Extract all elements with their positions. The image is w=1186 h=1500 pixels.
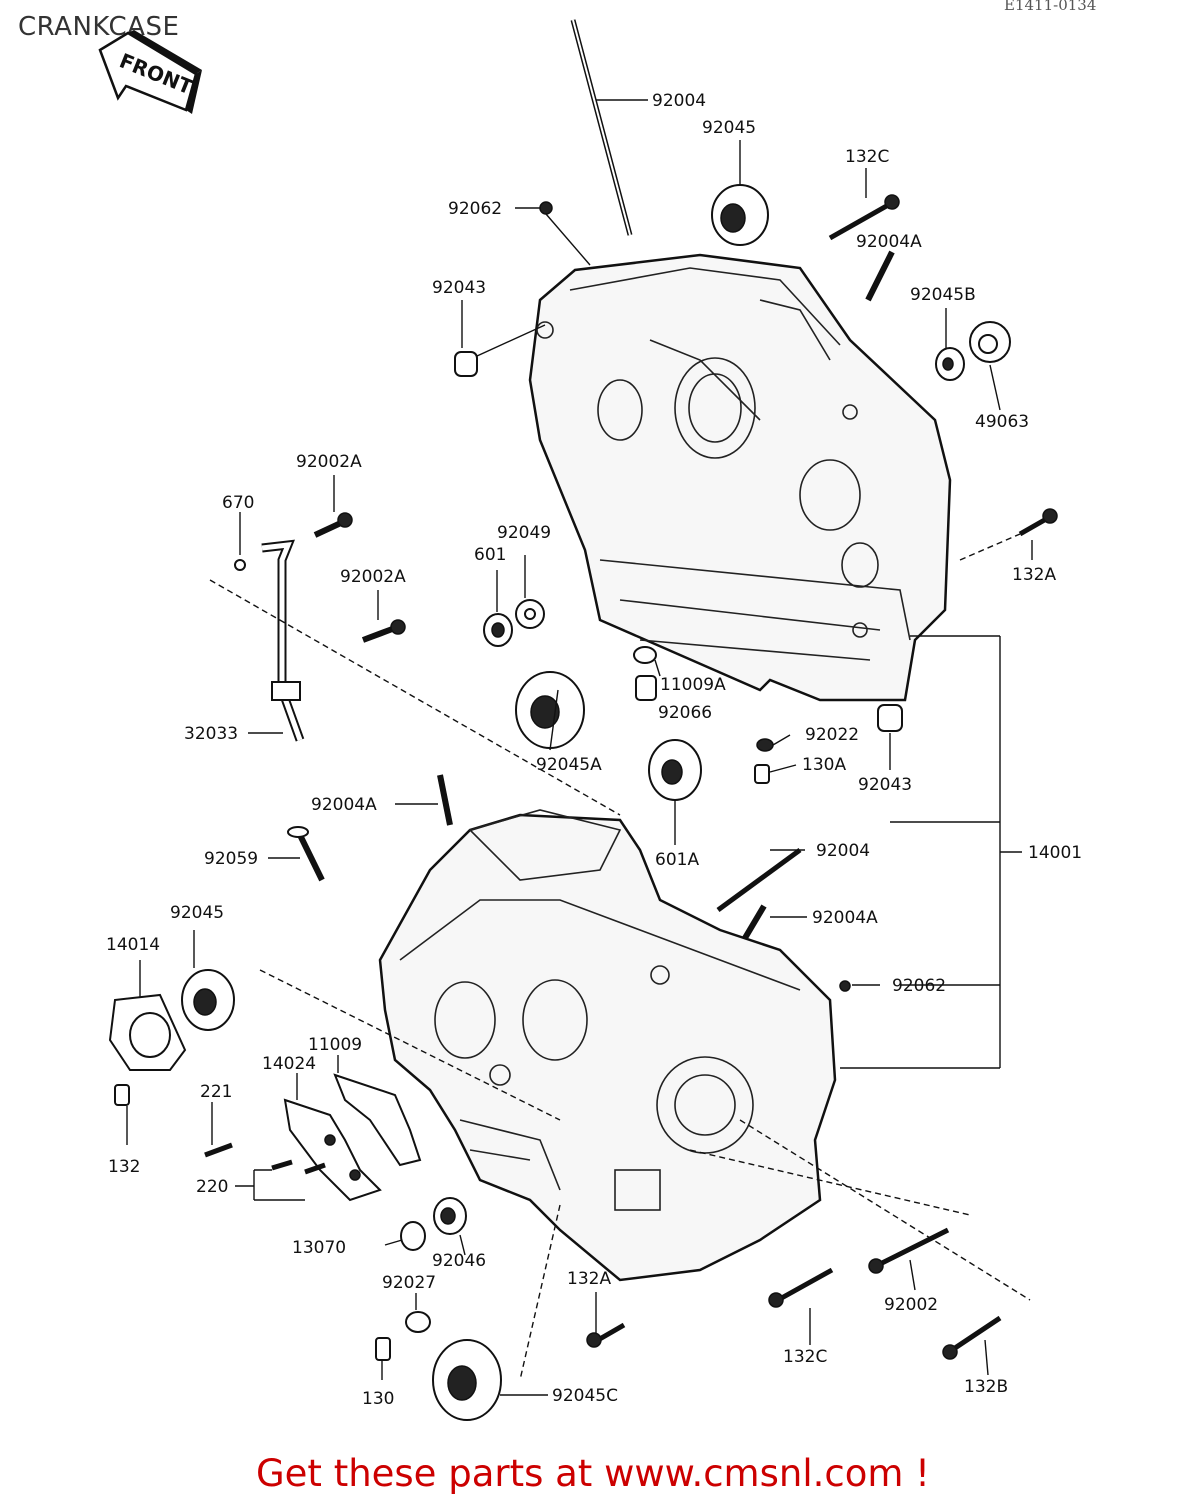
callout-92062-top: 92062: [448, 199, 502, 219]
dowel-92043-mid: [877, 704, 903, 732]
callout-92043-mid: 92043: [858, 775, 912, 795]
bearing-92045A: [515, 671, 585, 749]
bolt-221: [204, 1142, 233, 1158]
gasket-11009: [333, 1073, 422, 1167]
callout-92027: 92027: [382, 1273, 436, 1293]
bolt-132C-top: [828, 194, 900, 241]
gasket-11009A: [633, 646, 657, 664]
callout-132A-right: 132A: [1012, 565, 1056, 585]
stud-92004-mid: [716, 847, 802, 913]
callout-670: 670: [222, 493, 254, 513]
callout-130A: 130A: [802, 755, 846, 775]
washer-92022: [756, 738, 774, 752]
callout-49063: 49063: [975, 412, 1029, 432]
bearing-92046: [433, 1197, 467, 1235]
pipe-32033: [261, 539, 305, 742]
bolt-132: [114, 1084, 130, 1106]
callout-92045C: 92045C: [552, 1386, 618, 1406]
callout-92004-mid: 92004: [816, 841, 870, 861]
callout-130: 130: [362, 1389, 394, 1409]
bearing-92045-top: [711, 184, 769, 246]
callout-92059: 92059: [204, 849, 258, 869]
page-title: CRANKCASE: [18, 12, 180, 42]
callout-92002: 92002: [884, 1295, 938, 1315]
callout-32033: 32033: [184, 724, 238, 744]
upper-crankcase: [528, 253, 952, 702]
callout-11009: 11009: [308, 1035, 362, 1055]
bolt-132B: [942, 1315, 1002, 1360]
bearing-92045C: [432, 1339, 502, 1421]
callout-132A-low: 132A: [567, 1269, 611, 1289]
pin-92059: [287, 826, 325, 882]
nut-92062-low: [839, 980, 851, 992]
callout-92002A-2: 92002A: [340, 567, 406, 587]
callout-14014: 14014: [106, 935, 160, 955]
leader-lines: [126, 99, 1033, 1396]
callout-92045-left: 92045: [170, 903, 224, 923]
bearing-92045B: [935, 347, 965, 381]
nut-92062-top: [539, 201, 553, 215]
bolt-130A: [754, 764, 770, 784]
bearing-601: [483, 613, 513, 647]
callout-92066: 92066: [658, 703, 712, 723]
stud-92004-top: [570, 19, 633, 236]
bolt-92002A-2: [361, 619, 406, 643]
stud-92004A-top: [865, 250, 895, 302]
callout-92004-top: 92004: [652, 91, 706, 111]
callout-13070: 13070: [292, 1238, 346, 1258]
callout-14001: 14001: [1028, 843, 1082, 863]
bolt-92002: [868, 1227, 950, 1274]
callout-132C-top: 132C: [845, 147, 889, 167]
washer-92049: [515, 599, 545, 629]
screws-220: [271, 1159, 326, 1175]
callout-221: 221: [200, 1082, 232, 1102]
bolt-132A-right: [1018, 508, 1058, 537]
oring-670: [234, 559, 246, 571]
diagram-code: E1411-0134: [1004, 0, 1097, 14]
footer-link[interactable]: Get these parts at www.cmsnl.com !: [255, 1452, 930, 1495]
stud-92004A-mid: [437, 774, 453, 826]
callout-92043-top: 92043: [432, 278, 486, 298]
callout-92045-top: 92045: [702, 118, 756, 138]
callout-92004A-top: 92004A: [856, 232, 922, 252]
seal-49063: [969, 321, 1011, 363]
dowel-92043-top: [454, 351, 478, 377]
bearing-601A: [648, 739, 702, 801]
callout-92045A: 92045A: [536, 755, 602, 775]
lower-crankcase: [378, 809, 837, 1282]
bolt-132C-low: [768, 1267, 834, 1308]
cap-13070: [400, 1221, 426, 1251]
callout-92002A-1: 92002A: [296, 452, 362, 472]
callout-132C-low: 132C: [783, 1347, 827, 1367]
callout-92046: 92046: [432, 1251, 486, 1271]
callout-11009A: 11009A: [660, 675, 726, 695]
callout-601A: 601A: [655, 850, 699, 870]
plate-14024: [283, 1098, 382, 1202]
front-arrow-icon: FRONT: [98, 30, 202, 114]
callout-92049: 92049: [497, 523, 551, 543]
cover-14014: [108, 993, 187, 1071]
callout-92004A-low: 92004A: [812, 908, 878, 928]
callout-92004A-mid: 92004A: [311, 795, 377, 815]
bolt-92002A-1: [313, 512, 353, 538]
plug-92066: [635, 675, 657, 701]
callout-14024: 14024: [262, 1054, 316, 1074]
callout-132: 132: [108, 1157, 140, 1177]
callout-132B: 132B: [964, 1377, 1008, 1397]
bolt-132A-low: [586, 1322, 626, 1348]
callout-601: 601: [474, 545, 506, 565]
stud-92004A-low: [742, 904, 767, 940]
callout-92062-low: 92062: [892, 976, 946, 996]
washer-92027: [405, 1311, 431, 1333]
callout-220: 220: [196, 1177, 228, 1197]
callout-92045B: 92045B: [910, 285, 976, 305]
callout-92022: 92022: [805, 725, 859, 745]
bearing-92045-left: [181, 969, 235, 1031]
bolt-130: [375, 1337, 391, 1361]
